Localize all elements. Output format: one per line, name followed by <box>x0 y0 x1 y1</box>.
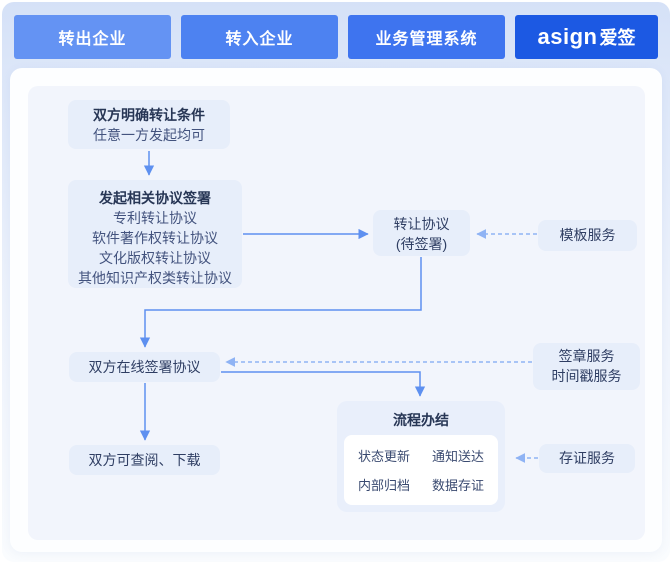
process-complete-grid: 状态更新 通知送达 内部归档 数据存证 <box>344 435 498 505</box>
lane-label: 转出企业 <box>58 31 127 48</box>
asign-logo: asign <box>537 24 598 49</box>
lane-label: 转入企业 <box>225 31 294 48</box>
lane-asign-brand: asign 爱签 <box>515 15 658 59</box>
node-transfer-agreement: 转让协议 (待签署) <box>373 210 470 256</box>
node-clarify-conditions: 双方明确转让条件 任意一方发起均可 <box>68 100 230 149</box>
lane-transfer-in-company: 转入企业 <box>181 15 338 59</box>
node-subtitle: 任意一方发起均可 <box>93 127 205 143</box>
node-line2: 时间戳服务 <box>551 368 622 384</box>
node-line1: 签章服务 <box>558 348 615 364</box>
node-process-complete: 流程办结 状态更新 通知送达 内部归档 数据存证 <box>337 401 505 512</box>
node-initiate-agreements: 发起相关协议签署 专利转让协议 软件著作权转让协议 文化版权转让协议 其他知识产… <box>68 180 242 288</box>
flow-panel: 双方明确转让条件 任意一方发起均可 发起相关协议签署 专利转让协议 软件著作权转… <box>28 86 645 540</box>
complete-item-notification: 通知送达 <box>431 449 484 464</box>
node-sign-online: 双方在线签署协议 <box>69 352 220 382</box>
node-view-download: 双方可查阅、下载 <box>69 445 220 475</box>
asign-brand-suffix: 爱签 <box>599 28 636 48</box>
complete-item-data-evidence: 数据存证 <box>431 478 484 493</box>
node-title: 发起相关协议签署 <box>99 190 211 206</box>
agreement-type-item: 专利转让协议 <box>113 210 197 226</box>
agreement-type-item: 文化版权转让协议 <box>99 250 211 266</box>
node-subtitle: (待签署) <box>395 236 448 252</box>
node-title: 流程办结 <box>393 412 449 428</box>
lane-business-management-system: 业务管理系统 <box>348 15 505 59</box>
lane-transfer-out-company: 转出企业 <box>14 15 171 59</box>
complete-item-status-update: 状态更新 <box>358 449 411 464</box>
node-seal-timestamp-service: 签章服务 时间戳服务 <box>533 343 640 390</box>
complete-item-archive: 内部归档 <box>358 478 411 493</box>
agreement-type-item: 其他知识产权类转让协议 <box>78 270 232 286</box>
lane-label: 业务管理系统 <box>375 31 478 48</box>
node-template-service: 模板服务 <box>538 220 637 251</box>
node-title: 转让协议 <box>393 216 450 232</box>
agreement-type-item: 软件著作权转让协议 <box>92 230 218 246</box>
node-title: 双方明确转让条件 <box>93 107 205 123</box>
node-evidence-service: 存证服务 <box>539 444 635 473</box>
